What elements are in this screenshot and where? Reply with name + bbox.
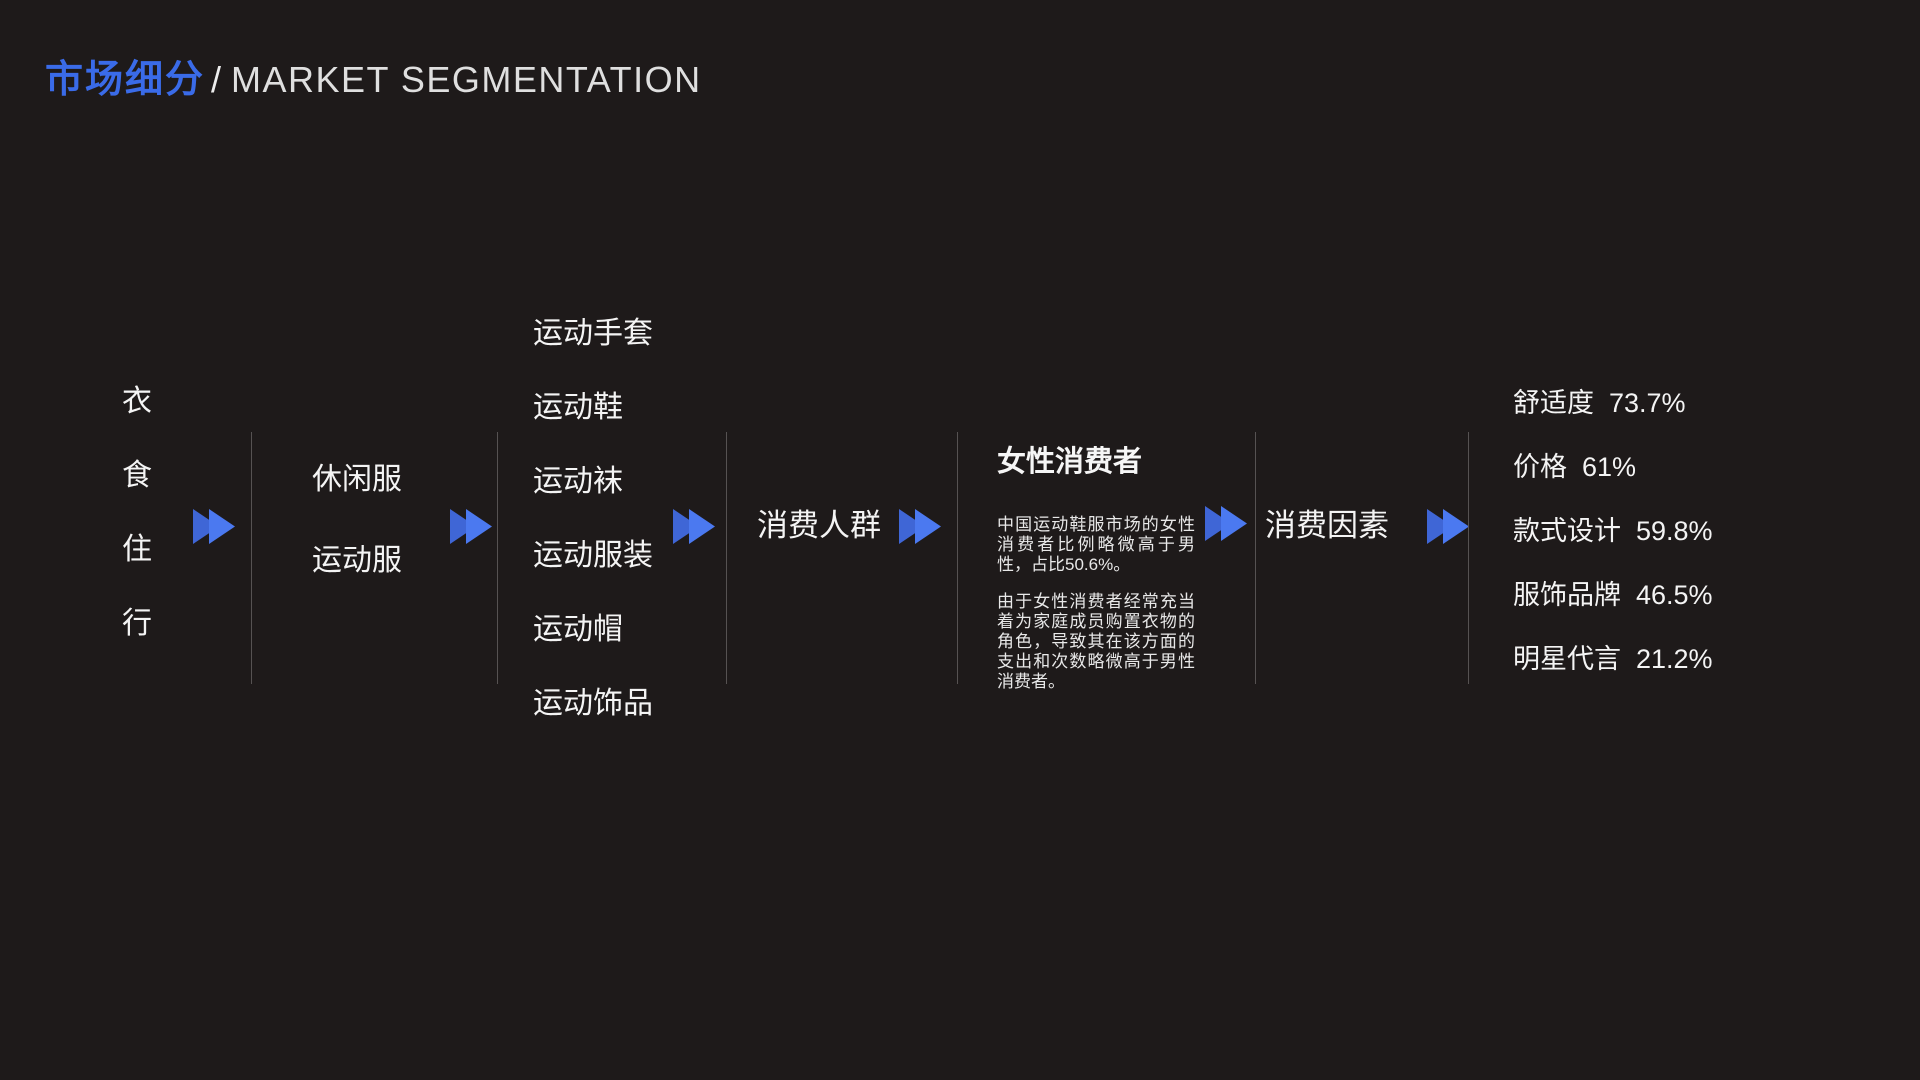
fast-forward-icon (193, 509, 235, 544)
stage1-item: 住 (122, 533, 152, 566)
stage5-female-consumers: 女性消费者 中国运动鞋服市场的女性消费者比例略微高于男性，占比50.6%。 由于… (997, 446, 1197, 692)
stage2-item: 休闲服 (312, 463, 402, 496)
stage2-item: 运动服 (312, 544, 402, 577)
stage3-sportswear-categories: 运动手套 运动鞋 运动袜 运动服装 运动帽 运动饰品 (533, 319, 653, 719)
stage3-item: 运动鞋 (533, 391, 623, 424)
title-separator: / (211, 59, 222, 100)
stat-value: 46.5% (1636, 580, 1713, 610)
stage5-paragraph-1: 中国运动鞋服市场的女性消费者比例略微高于男性，占比50.6%。 (997, 515, 1195, 574)
stat-row: 明星代言 21.2% (1513, 644, 1713, 674)
stat-value: 73.7% (1609, 388, 1686, 418)
stat-row: 款式设计 59.8% (1513, 516, 1713, 546)
fast-forward-icon (1427, 509, 1469, 544)
stage5-heading: 女性消费者 (997, 446, 1143, 478)
stat-row: 服饰品牌 46.5% (1513, 580, 1713, 610)
stage3-item: 运动袜 (533, 465, 623, 498)
stage3-item: 运动手套 (533, 317, 653, 350)
stage1-item: 衣 (122, 385, 152, 418)
stat-label: 款式设计 (1513, 516, 1621, 546)
stat-value: 21.2% (1636, 644, 1713, 674)
divider (1255, 432, 1256, 684)
stat-label: 明星代言 (1513, 644, 1621, 674)
fast-forward-icon (673, 509, 715, 544)
stat-label: 服饰品牌 (1513, 580, 1621, 610)
stat-value: 59.8% (1636, 516, 1713, 546)
stat-label: 舒适度 (1513, 388, 1594, 418)
stat-row: 价格 61% (1513, 452, 1713, 482)
stage2-apparel-types: 休闲服 运动服 (312, 465, 402, 576)
page-title: 市场细分 / MARKET SEGMENTATION (45, 48, 702, 103)
page-title-english: MARKET SEGMENTATION (231, 59, 702, 100)
stage3-item: 运动帽 (533, 613, 623, 646)
page-title-chinese: 市场细分 (45, 59, 206, 101)
fast-forward-icon (1205, 506, 1247, 541)
stat-label: 价格 (1513, 452, 1567, 482)
stage6-consumption-factors-label: 消费因素 (1265, 508, 1389, 543)
fast-forward-icon (450, 509, 492, 544)
stat-row: 舒适度 73.7% (1513, 388, 1713, 418)
fast-forward-icon (899, 509, 941, 544)
stage4-consumer-group-label: 消费人群 (757, 508, 881, 543)
divider (1468, 432, 1469, 684)
divider (726, 432, 727, 684)
stage1-item: 行 (122, 607, 152, 640)
stage1-basic-needs: 衣 食 住 行 (122, 387, 152, 639)
stage1-item: 食 (122, 459, 152, 492)
stage3-item: 运动服装 (533, 539, 653, 572)
stage3-item: 运动饰品 (533, 687, 653, 720)
divider (251, 432, 252, 684)
divider (957, 432, 958, 684)
stat-value: 61% (1582, 452, 1637, 482)
stage5-paragraph-2: 由于女性消费者经常充当着为家庭成员购置衣物的角色，导致其在该方面的支出和次数略微… (997, 592, 1195, 691)
stage7-factor-stats: 舒适度 73.7% 价格 61% 款式设计 59.8% 服饰品牌 46.5% 明… (1513, 388, 1713, 674)
divider (497, 432, 498, 684)
